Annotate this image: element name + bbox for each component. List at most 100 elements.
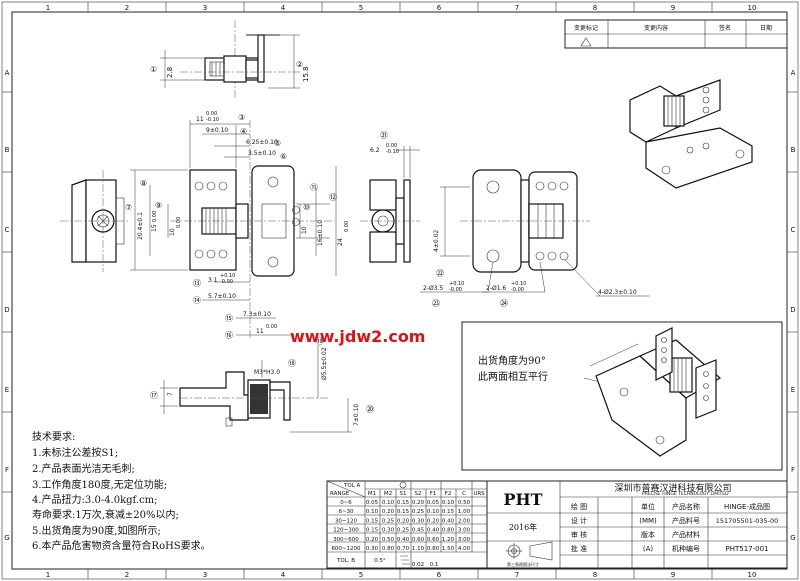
row-label: C <box>5 226 10 234</box>
isometric-hinge-top <box>629 79 753 189</box>
tech-requirements: 技术要求: 1.未标注公差按S1; 2.产品表面光洁无毛刺; 3.工作角度180… <box>32 430 211 552</box>
row-label: F <box>5 466 9 474</box>
row-label: G <box>4 534 9 542</box>
dim-2-3-5-up: +0.10 <box>449 281 464 287</box>
tol-header: M2 <box>384 491 392 497</box>
col-label: 1 <box>46 571 50 579</box>
row-label: B <box>5 146 10 154</box>
tol-value-cell: 0.25 <box>397 528 410 534</box>
dim-3-1-up: +0.10 <box>220 273 235 279</box>
label-drawn: 绘 图 <box>571 502 587 511</box>
unit-value: (MM) <box>639 517 657 525</box>
sheet-inner-border <box>11 11 788 570</box>
tol-range-cell: 0~6 <box>340 500 352 506</box>
tol-footer: 0.5° <box>374 558 386 564</box>
col-label: 3 <box>203 571 207 579</box>
callout-20: ⑳ <box>366 405 374 414</box>
col-label: 8 <box>593 571 597 579</box>
note-angle: 出货角度为90° <box>478 354 546 367</box>
tech-item: 6.本产品危害物资含量符合RoHS要求。 <box>32 539 211 552</box>
tol-value-cell: 0.20 <box>382 509 395 515</box>
label-approve: 批 准 <box>571 544 587 553</box>
tol-value-cell: 0.15 <box>366 528 379 534</box>
bottom-section-view: ⑰ 7 ⑱ M3*H3.0 ⑲ Ø5.5±0.02 ⑳ 7±0.10 <box>150 337 374 433</box>
dim-2-3-5-lo: -0.00 <box>449 287 462 293</box>
callout-21: ㉑ <box>380 131 388 140</box>
dim-11-base: 11 <box>196 116 204 123</box>
tol-value-cell: 0.30 <box>412 518 425 524</box>
column-markers-bottom: 1 2 3 4 5 6 7 8 9 10 <box>46 569 756 579</box>
col-label: 8 <box>593 4 597 12</box>
dim-11-bottom-up: 0.00 <box>266 324 277 330</box>
row-label: B <box>791 146 796 154</box>
tech-item: 寿命要求:1万次,衰减±20%以内; <box>32 508 179 521</box>
tol-header: M1 <box>368 491 376 497</box>
company-name-en: PRECISE HINGE TECHNOLOGY LIMITED <box>642 491 729 497</box>
row-label: D <box>4 306 9 314</box>
callout-19: ⑲ <box>316 337 324 346</box>
dim-5-7: 5.7±0.10 <box>208 293 236 300</box>
col-label: 4 <box>281 571 286 579</box>
tol-value-cell: 0.10 <box>382 500 395 506</box>
shipping-angle-note-box: 出货角度为90° 此两面相互平行 <box>461 321 783 471</box>
tol-value-cell: 0.20 <box>427 518 440 524</box>
tech-item: 2.产品表面光洁无毛刺; <box>32 462 135 475</box>
dim-10-left: 10 <box>169 228 176 236</box>
col-label: 2 <box>125 4 129 12</box>
tol-range-cell: 6~30 <box>338 509 354 515</box>
col-label: 3 <box>203 4 207 12</box>
callout-23: ㉓ <box>432 299 440 308</box>
tol-corner-top: TOL A <box>343 483 361 489</box>
row-label: A <box>5 69 10 77</box>
tol-value-cell: 3.00 <box>458 537 471 543</box>
col-label: 7 <box>515 4 519 12</box>
tol-value-cell: 1.20 <box>442 537 455 543</box>
callout-6: ⑥ <box>280 152 287 161</box>
material-label: 产品材料 <box>672 530 700 539</box>
tol-value-cell: 1.00 <box>458 509 471 515</box>
dim-3-1-lo: -0.00 <box>220 279 233 285</box>
front-view-main: 11 0.00 -0.10 ③ 9±0.10 ④ 6.25±0.10 ⑤ 3.5… <box>125 111 350 340</box>
dim-15-8: 15.8 <box>302 66 310 82</box>
dim-24: 24 <box>337 238 344 246</box>
flatness-symbol-icon <box>400 555 410 565</box>
tol-value-cell: 0.20 <box>412 500 425 506</box>
revision-header: 日期 <box>760 24 772 32</box>
tol-value-cell: 0.40 <box>427 528 440 534</box>
col-label: 5 <box>359 571 363 579</box>
circle-symbol-icon <box>399 481 407 489</box>
col-label: 9 <box>671 4 675 12</box>
col-label: 2 <box>125 571 129 579</box>
tol-value-cell: 0.30 <box>382 528 395 534</box>
tol-value-cell: 0.80 <box>442 528 455 534</box>
tol-value-cell: 1.50 <box>442 546 455 552</box>
callout-13: ⑬ <box>193 279 201 288</box>
col-label: 10 <box>748 4 757 12</box>
callout-4: ④ <box>240 127 247 136</box>
tech-item: 4.产品扭力:3.0-4.0kgf.cm; <box>32 493 158 506</box>
revision-header: 变更标记 <box>574 24 598 32</box>
projection-note: 第三角视图法尺寸 <box>507 561 539 567</box>
dim-2-1-6-up: +0.10 <box>511 281 526 287</box>
tol-value-cell: 0.10 <box>427 509 440 515</box>
dim-7-bottom: 7 <box>167 392 174 396</box>
tol-value-cell: 0.20 <box>397 518 410 524</box>
part-no-label: 产品料号 <box>672 516 700 525</box>
top-view-screw: ① 2.8 ② 15.8 <box>150 20 310 100</box>
dim-7-3: 7.3±0.10 <box>243 311 271 318</box>
callout-5: ⑤ <box>274 139 281 148</box>
dim-2-3-5: 2-Ø3.5 <box>423 285 443 292</box>
tol-range-cell: 30~120 <box>335 518 358 524</box>
model-value: PHT517-001 <box>725 545 768 553</box>
tech-title: 技术要求: <box>32 430 75 443</box>
tol-value-cell: 0.15 <box>366 518 379 524</box>
tol-value-cell: 3.00 <box>458 528 471 534</box>
tol-value-cell: 2.00 <box>458 518 471 524</box>
row-label: E <box>5 386 9 394</box>
right-side-view: ㉑ 6.2 0.00 -0.10 <box>360 131 420 263</box>
tol-header: C <box>462 491 466 497</box>
dim-6-25: 6.25±0.10 <box>246 139 278 146</box>
dim-6-2-up: 0.00 <box>386 143 397 149</box>
dim-9: 9±0.10 <box>206 127 228 134</box>
dim-20-4: 20.4±0.1 <box>137 212 144 240</box>
